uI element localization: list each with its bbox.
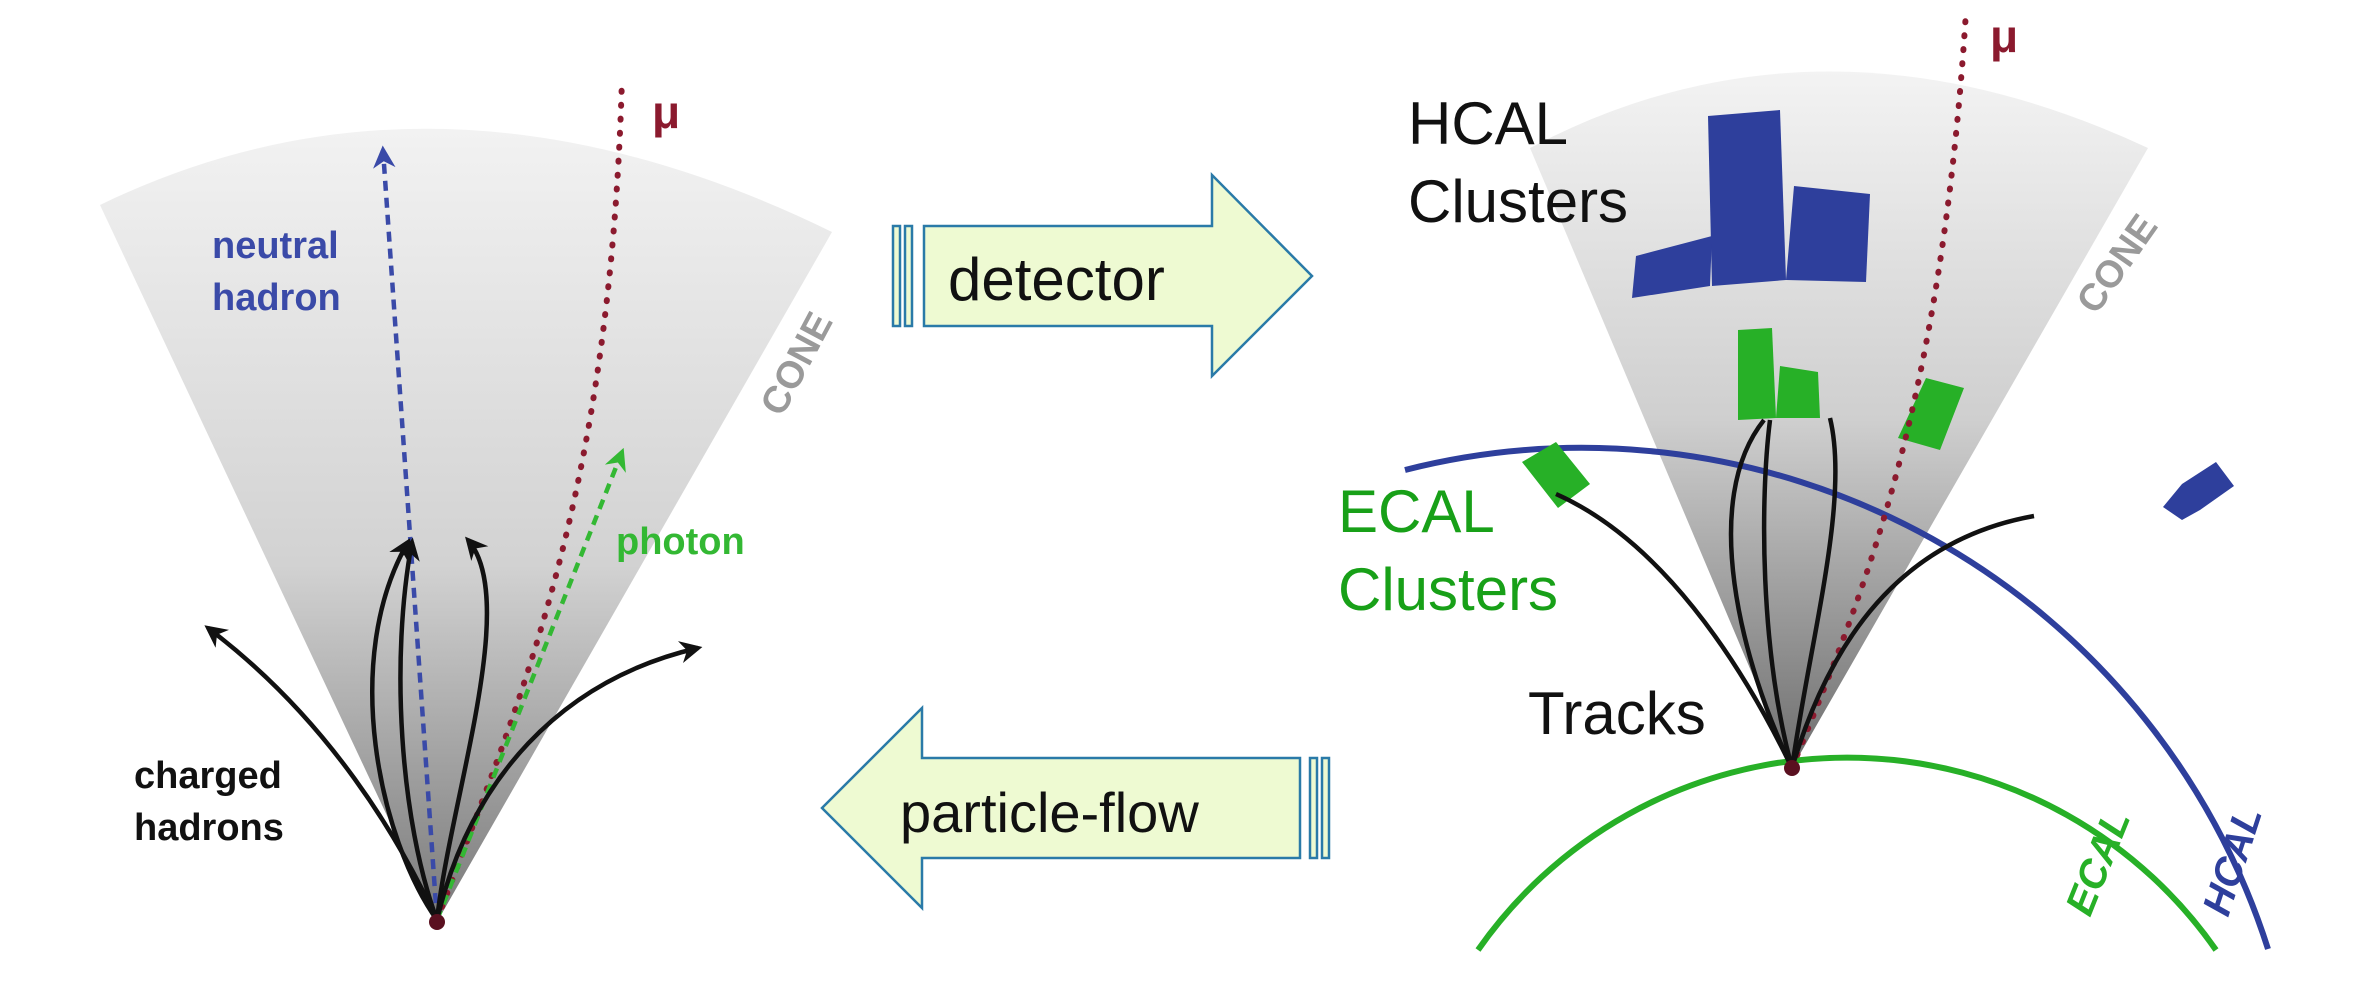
- hcal-clusters-label-1: HCAL: [1408, 90, 1568, 157]
- right-vertex: [1784, 760, 1800, 776]
- tracks-label: Tracks: [1528, 680, 1706, 747]
- hcal-ring-label: HCAL: [2195, 802, 2271, 921]
- neutral-hadron-label-2: hadron: [212, 277, 341, 319]
- neutral-hadron-track: [373, 145, 440, 921]
- photon-label: photon: [616, 521, 745, 563]
- muon-track-right: [1789, 9, 1969, 771]
- detector-arrow: detector: [891, 171, 1314, 380]
- detector-arrow-label: detector: [948, 246, 1165, 313]
- right-panel: HCAL Clusters μ CONE ECAL Clusters Track…: [1338, 9, 2271, 952]
- ecal-clusters-label-2: Clusters: [1338, 556, 1558, 623]
- left-vertex: [429, 914, 445, 930]
- ecal-ring: [1475, 754, 2219, 952]
- charged-hadron-tracks: [204, 536, 703, 922]
- charged-hadrons-label-1: charged: [134, 755, 282, 797]
- muon-label-left: μ: [652, 86, 680, 138]
- left-panel: neutral hadron μ CONE photon charged had…: [100, 75, 841, 930]
- left-cone: [100, 128, 832, 922]
- ecal-ring-label: ECAL: [2058, 804, 2140, 921]
- ecal-clusters-label-1: ECAL: [1338, 478, 1495, 545]
- hcal-clusters: [1632, 110, 2234, 520]
- muon-label-right: μ: [1990, 10, 2018, 62]
- hcal-clusters-label-2: Clusters: [1408, 168, 1628, 235]
- particle-flow-arrow-label: particle-flow: [900, 781, 1199, 844]
- neutral-hadron-label-1: neutral: [212, 225, 339, 267]
- hcal-ring: [1404, 444, 2271, 950]
- particle-flow-arrow: particle-flow: [820, 704, 1331, 912]
- ecal-clusters: [1522, 328, 1964, 508]
- charged-tracks-right: [1555, 417, 2035, 769]
- charged-hadrons-label-2: hadrons: [134, 807, 284, 849]
